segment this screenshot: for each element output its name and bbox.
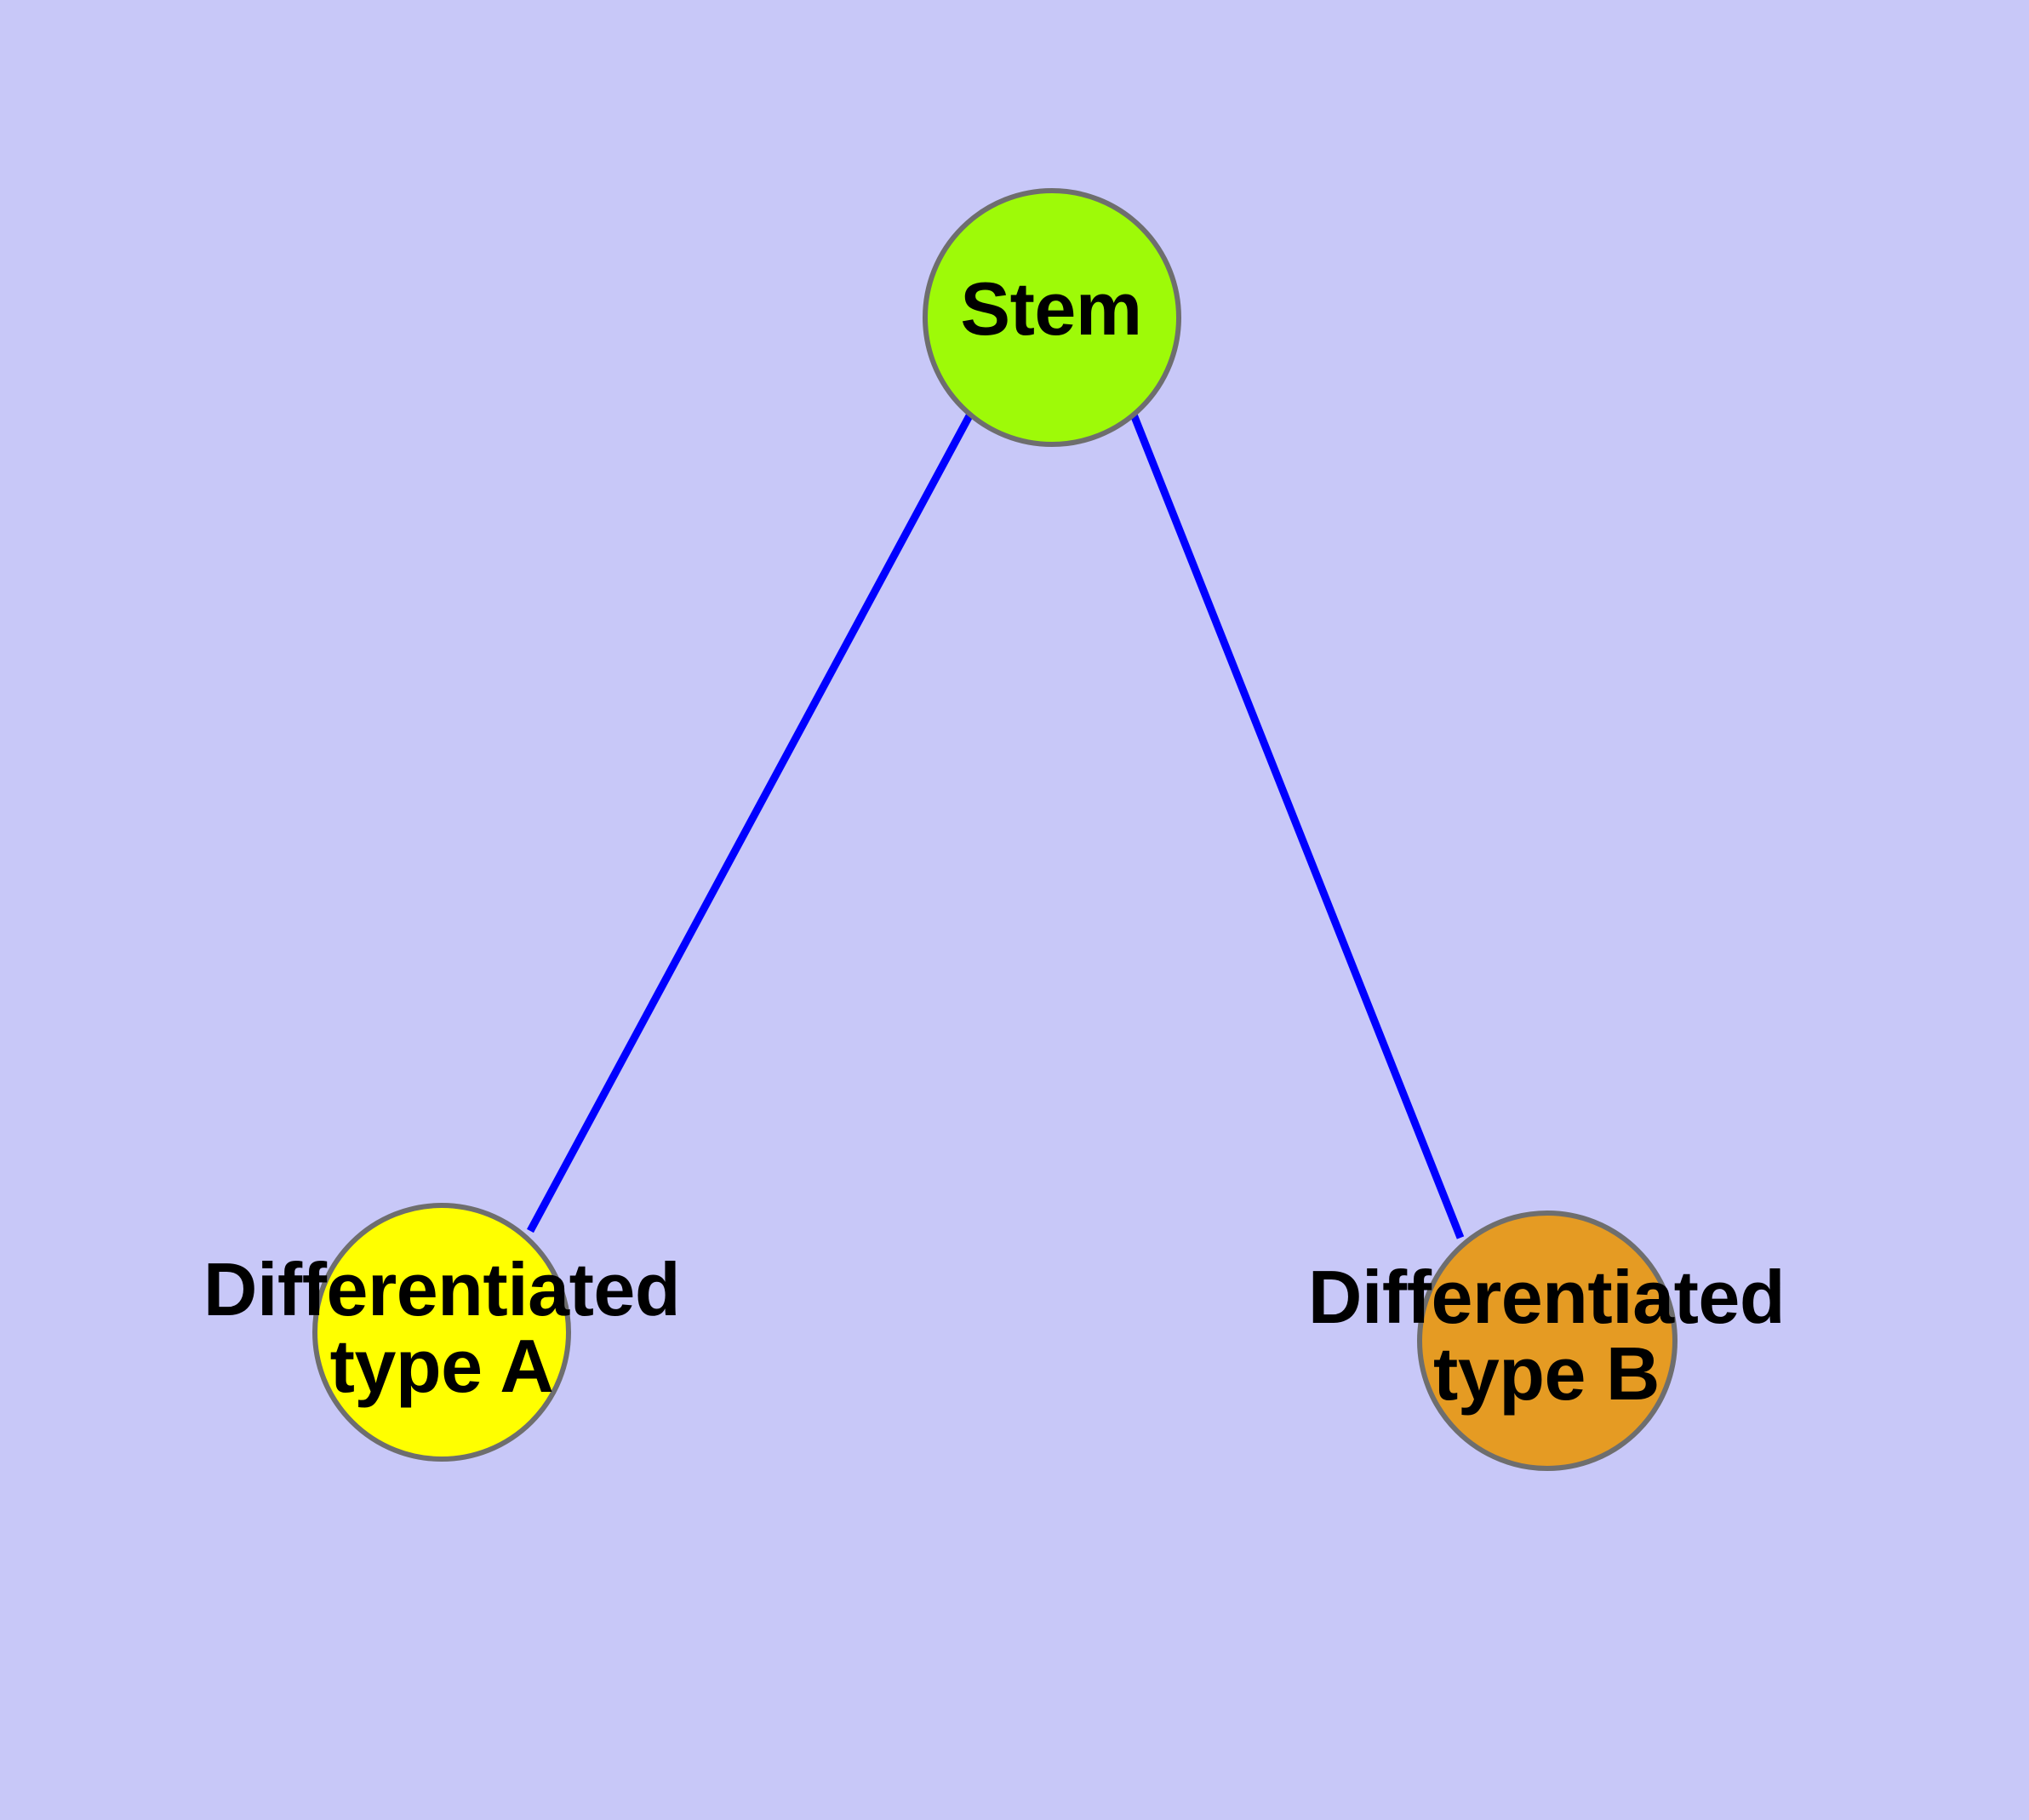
node-differentiated-type-a-label-line1: Differentiated (203, 1247, 681, 1331)
node-differentiated-type-a[interactable] (312, 1203, 571, 1462)
node-differentiated-type-b[interactable] (1417, 1210, 1677, 1471)
node-stem-label-line1: Stem (960, 266, 1142, 351)
edge-stem-to-differentiated-type-b (1128, 409, 1465, 1239)
node-differentiated-type-b-label-line1: Differentiated (1307, 1255, 1786, 1339)
node-stem-label: Stem (796, 271, 1306, 347)
node-stem[interactable] (923, 188, 1181, 447)
node-differentiated-type-b-label-line2: type B (1433, 1331, 1660, 1416)
node-differentiated-type-a-label-line2: type A (329, 1323, 554, 1408)
edge-stem-to-differentiated-type-a (527, 407, 976, 1233)
